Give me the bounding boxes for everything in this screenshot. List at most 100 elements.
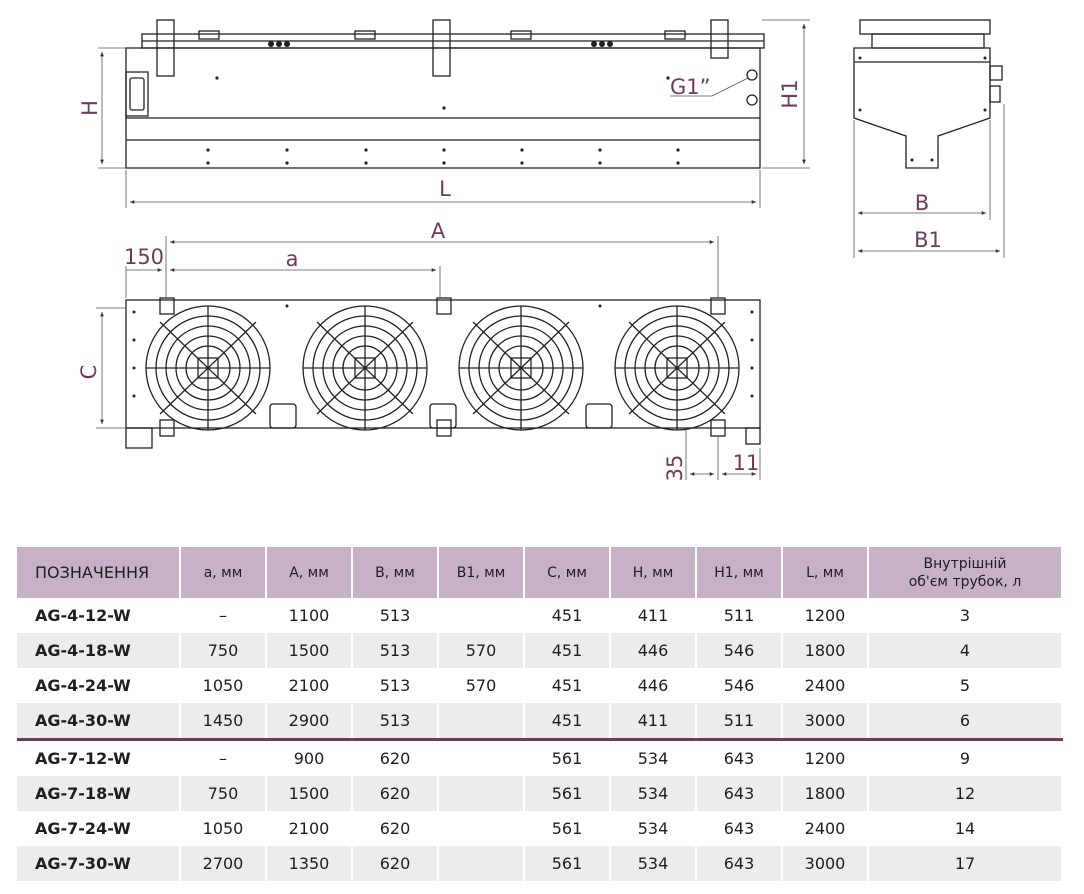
table-cell: 643 <box>696 811 783 846</box>
model-code-cell: AG-4-24-W <box>17 668 181 703</box>
table-cell: 451 <box>524 703 611 740</box>
table-cell <box>438 703 525 740</box>
table-cell: 451 <box>524 668 611 703</box>
dim-a-label: a <box>286 247 299 271</box>
fan-3 <box>458 305 584 431</box>
table-cell: 513 <box>352 668 439 703</box>
table-cell: 12 <box>868 776 1063 811</box>
table-cell: 2900 <box>266 703 353 740</box>
table-cell: 2100 <box>266 668 353 703</box>
table-cell: – <box>180 598 267 633</box>
table-header-row: ПОЗНАЧЕННЯ a, мм A, мм B, мм B1, мм C, м… <box>17 547 1063 598</box>
table-cell <box>438 776 525 811</box>
table-cell: 534 <box>610 738 697 776</box>
table-cell: 750 <box>180 633 267 668</box>
table-cell: 1050 <box>180 811 267 846</box>
table-cell: 1050 <box>180 668 267 703</box>
table-cell: 1800 <box>782 633 869 668</box>
table-cell <box>438 598 525 633</box>
col-header-L: L, мм <box>782 547 869 598</box>
col-header-B: B, мм <box>352 547 439 598</box>
table-cell <box>438 811 525 846</box>
dim-11-label: 11 <box>733 451 760 475</box>
table-cell: 620 <box>352 811 439 846</box>
side-view <box>853 19 1003 169</box>
model-code-cell: AG-7-24-W <box>17 811 181 846</box>
dim-35-label: 35 <box>663 455 687 482</box>
model-code-cell: AG-7-30-W <box>17 846 181 881</box>
table-cell <box>438 846 525 881</box>
table-cell: 570 <box>438 668 525 703</box>
model-code-cell: AG-4-18-W <box>17 633 181 668</box>
table-cell: 534 <box>610 776 697 811</box>
table-cell: 411 <box>610 703 697 740</box>
spec-table: ПОЗНАЧЕННЯ a, мм A, мм B, мм B1, мм C, м… <box>17 547 1063 881</box>
model-code-cell: AG-4-30-W <box>17 703 181 740</box>
fan-1 <box>145 305 271 431</box>
fan-4 <box>614 305 740 431</box>
table-cell: 620 <box>352 846 439 881</box>
table-cell: 643 <box>696 846 783 881</box>
table-cell: 446 <box>610 633 697 668</box>
col-header-A: A, мм <box>266 547 353 598</box>
col-header-H: H, мм <box>610 547 697 598</box>
model-code-cell: AG-4-12-W <box>17 598 181 633</box>
table-cell: 2400 <box>782 668 869 703</box>
table-cell: 513 <box>352 633 439 668</box>
dim-G-label: G1” <box>670 75 711 99</box>
model-code-cell: AG-7-18-W <box>17 776 181 811</box>
technical-drawing: H H1 L G1” B B1 <box>77 19 1005 482</box>
table-cell: 750 <box>180 776 267 811</box>
table-cell: 4 <box>868 633 1063 668</box>
table-cell: 620 <box>352 738 439 776</box>
table-cell <box>438 738 525 776</box>
table-cell: 534 <box>610 846 697 881</box>
table-cell: 561 <box>524 776 611 811</box>
table-cell: 570 <box>438 633 525 668</box>
table-cell: – <box>180 738 267 776</box>
dim-L-label: L <box>439 177 451 201</box>
col-header-C: C, мм <box>524 547 611 598</box>
table-cell: 511 <box>696 703 783 740</box>
table-cell: 900 <box>266 738 353 776</box>
dim-B-label: B <box>915 191 929 215</box>
model-code-cell: AG-7-12-W <box>17 738 181 776</box>
table-cell: 3000 <box>782 703 869 740</box>
table-cell: 1100 <box>266 598 353 633</box>
table-cell: 6 <box>868 703 1063 740</box>
table-cell: 3 <box>868 598 1063 633</box>
dim-B1-label: B1 <box>914 228 942 252</box>
col-header-designation: ПОЗНАЧЕННЯ <box>17 547 181 598</box>
table-cell: 1200 <box>782 738 869 776</box>
dim-A-label: A <box>431 219 446 243</box>
dim-H1-label: H1 <box>778 79 802 108</box>
table-cell: 546 <box>696 633 783 668</box>
dim-C-label: C <box>77 365 101 380</box>
table-cell: 451 <box>524 633 611 668</box>
col-header-a: a, мм <box>180 547 267 598</box>
plan-view <box>125 297 761 449</box>
table-cell: 1350 <box>266 846 353 881</box>
table-cell: 9 <box>868 738 1063 776</box>
table-cell: 511 <box>696 598 783 633</box>
table-cell: 1800 <box>782 776 869 811</box>
table-cell: 561 <box>524 738 611 776</box>
table-cell: 561 <box>524 846 611 881</box>
table-cell: 2700 <box>180 846 267 881</box>
table-cell: 451 <box>524 598 611 633</box>
dim-150-label: 150 <box>124 245 164 269</box>
table-cell: 643 <box>696 776 783 811</box>
table-cell: 446 <box>610 668 697 703</box>
table-cell: 1200 <box>782 598 869 633</box>
table-cell: 1500 <box>266 776 353 811</box>
table-cell: 17 <box>868 846 1063 881</box>
fan-2 <box>302 305 428 431</box>
front-view <box>125 19 765 169</box>
